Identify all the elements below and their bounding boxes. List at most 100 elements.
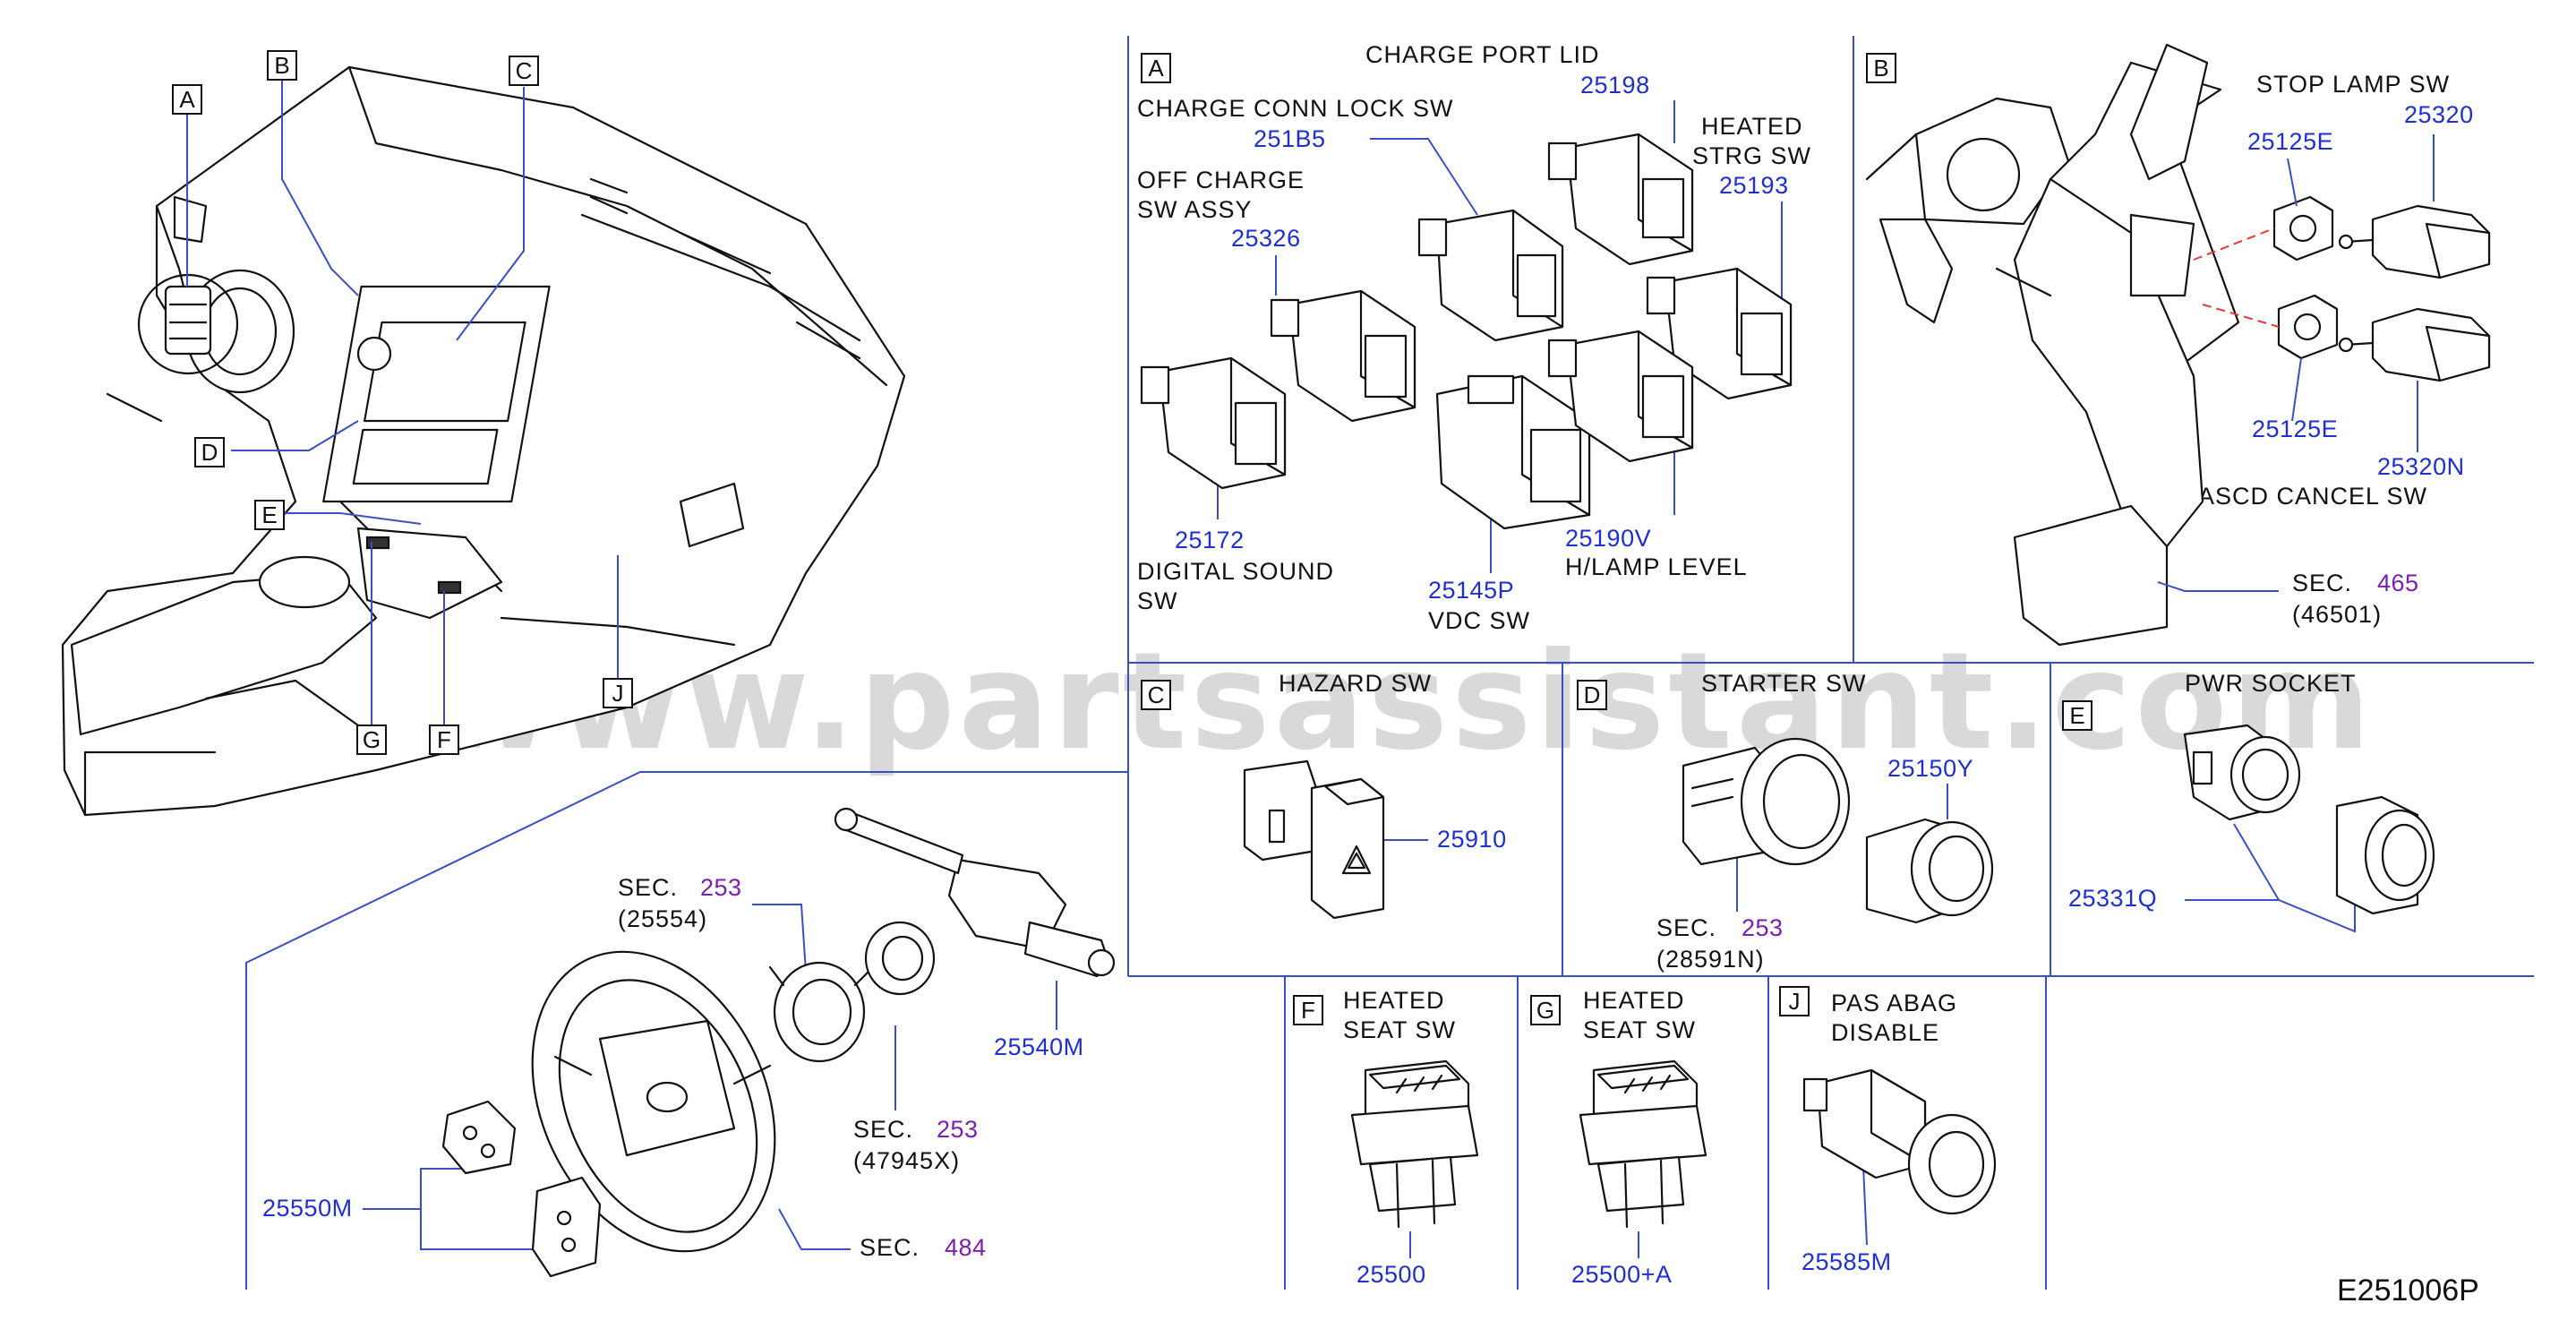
off-charge-part-number[interactable]: 25326 [1231, 225, 1301, 252]
svg-text:C: C [516, 57, 533, 84]
hazard-sw-title: HAZARD SW [1279, 670, 1432, 697]
panel-d-tag[interactable]: D [1577, 680, 1607, 710]
svg-text:SEC.: SEC. [2292, 570, 2352, 596]
svg-text:(47945X): (47945X) [853, 1147, 960, 1174]
steering-sec-ref-1[interactable]: SEC. 253 (25554) [618, 874, 742, 932]
heated-seat-g-label-1: HEATED [1583, 987, 1685, 1014]
svg-text:253: 253 [937, 1116, 979, 1143]
panel-j-tag[interactable]: J [1779, 986, 1810, 1016]
wheel-switch-upper [441, 1100, 517, 1175]
clip-bottom-part-number[interactable]: 25125E [2252, 416, 2338, 442]
hazard-switch [1243, 759, 1385, 920]
off-charge-label-1: OFF CHARGE [1137, 167, 1305, 193]
hazard-sw-part-number[interactable]: 25910 [1437, 826, 1507, 853]
pas-abag-label-1: PAS ABAG [1831, 990, 1957, 1016]
steering-sec-ref-3[interactable]: SEC. 484 [860, 1234, 987, 1261]
clock-spring [768, 961, 870, 1063]
wheel-switch-part-number[interactable]: 25550M [262, 1195, 353, 1222]
pas-abag-switch [1802, 1068, 1997, 1215]
steering-sec-ref-2[interactable]: SEC. 253 (47945X) [853, 1116, 979, 1174]
panel-g-tag[interactable]: G [1530, 995, 1561, 1025]
ascd-part-number[interactable]: 25320N [2377, 453, 2465, 480]
panel-c: C HAZARD SW 25910 [1141, 670, 1507, 920]
panel-e: E PWR SOCKET 25331Q [2062, 670, 2435, 933]
starter-sw-part-number[interactable]: 25150Y [1887, 755, 1973, 782]
svg-text:SEC.: SEC. [1656, 914, 1716, 941]
starter-sw-title: STARTER SW [1701, 670, 1867, 697]
pas-abag-label-2: DISABLE [1831, 1019, 1939, 1046]
overview-tag-j[interactable]: J [603, 678, 633, 708]
wheel-switch-lower [531, 1176, 602, 1278]
stop-lamp-switch-body-top [2338, 204, 2491, 279]
heated-seat-f-label-2: SEAT SW [1343, 1016, 1456, 1043]
stop-lamp-part-number[interactable]: 25320 [2404, 101, 2474, 128]
overview-callouts: A B C D E F G J [172, 50, 633, 755]
overview-tag-a[interactable]: A [172, 84, 202, 115]
svg-text:SEC.: SEC. [860, 1234, 920, 1261]
heated-seat-g-part-number[interactable]: 25500+A [1571, 1261, 1672, 1288]
ascd-label: ASCD CANCEL SW [2198, 483, 2427, 510]
switch-vdc [1435, 374, 1591, 530]
svg-text:B: B [274, 52, 289, 79]
steering-wheel [531, 950, 776, 1253]
heated-seat-g-label-2: SEAT SW [1583, 1016, 1696, 1043]
charge-conn-lock-label: CHARGE CONN LOCK SW [1137, 95, 1454, 122]
charge-conn-lock-part-number[interactable]: 251B5 [1254, 125, 1326, 152]
panel-borders [245, 36, 2534, 1290]
hlamp-part-number[interactable]: 25190V [1565, 525, 1651, 552]
panel-c-tag[interactable]: C [1141, 680, 1171, 710]
digital-sound-label-1: DIGITAL SOUND [1137, 558, 1334, 585]
svg-text:E: E [2069, 702, 2084, 729]
panel-b: B STOP LAMP SW 25320 25125E 25125E 25320… [1865, 43, 2491, 647]
overview-tag-g[interactable]: G [356, 725, 387, 755]
overview-tag-e[interactable]: E [254, 500, 285, 530]
overview-tag-d[interactable]: D [194, 437, 225, 467]
svg-text:(25554): (25554) [618, 905, 707, 932]
figure-code: E251006P [2337, 1273, 2479, 1308]
charge-port-lid-label: CHARGE PORT LID [1365, 41, 1600, 68]
svg-text:G: G [363, 726, 381, 753]
panel-d-sec-ref[interactable]: SEC. 253 (28591N) [1656, 914, 1784, 973]
digital-sound-label-2: SW [1137, 587, 1178, 614]
panel-a: A CHARGE PORT LID 25198 CHARGE CONN LOCK… [1137, 41, 1810, 634]
overview-tag-c[interactable]: C [509, 56, 539, 86]
pwr-socket-part-number[interactable]: 25331Q [2068, 885, 2157, 912]
off-charge-label-2: SW ASSY [1137, 196, 1253, 223]
panel-a-tag[interactable]: A [1141, 53, 1171, 83]
pwr-socket-outer [2183, 724, 2301, 821]
clip-top-part-number[interactable]: 25125E [2247, 128, 2333, 155]
heated-seat-f-label-1: HEATED [1343, 987, 1445, 1014]
overview-tag-b[interactable]: B [267, 50, 297, 81]
heated-seat-f-part-number[interactable]: 25500 [1356, 1261, 1426, 1288]
vdc-part-number[interactable]: 25145P [1428, 577, 1514, 604]
panel-d: D STARTER SW 25150Y SEC. 253 (28591N) [1577, 670, 1994, 973]
stop-lamp-label: STOP LAMP SW [2256, 71, 2450, 98]
switch-charge-port-lid [1547, 133, 1694, 266]
svg-text:D: D [1584, 682, 1601, 708]
ascd-switch-body [2338, 307, 2491, 382]
panel-j: J PAS ABAG DISABLE 25585M [1779, 986, 1997, 1275]
svg-text:B: B [1873, 55, 1888, 81]
panel-b-sec-ref[interactable]: SEC. 465 (46501) [2292, 570, 2419, 628]
dashboard-overview [61, 65, 906, 817]
heated-strg-part-number[interactable]: 25193 [1719, 172, 1789, 199]
svg-text:G: G [1536, 997, 1554, 1024]
stop-lamp-switch-top [2272, 195, 2334, 262]
combination-switch [834, 807, 1116, 978]
svg-text:F: F [1301, 997, 1315, 1024]
charge-port-lid-part-number[interactable]: 25198 [1580, 72, 1650, 99]
combo-switch-part-number[interactable]: 25540M [994, 1033, 1084, 1060]
svg-text:F: F [437, 726, 451, 753]
panel-f: F HEATED SEAT SW 25500 [1293, 987, 1479, 1288]
overview-tag-f[interactable]: F [429, 725, 459, 755]
panel-b-tag[interactable]: B [1866, 53, 1896, 83]
svg-text:465: 465 [2377, 570, 2419, 596]
switch-charge-conn-lock [1417, 209, 1564, 342]
pas-abag-part-number[interactable]: 25585M [1801, 1248, 1892, 1275]
panel-e-tag[interactable]: E [2062, 700, 2092, 731]
digital-sound-part-number[interactable]: 25172 [1175, 527, 1245, 553]
panel-f-tag[interactable]: F [1293, 995, 1323, 1025]
switch-hlamp-level [1547, 330, 1694, 463]
pwr-socket-insert [2335, 795, 2435, 915]
